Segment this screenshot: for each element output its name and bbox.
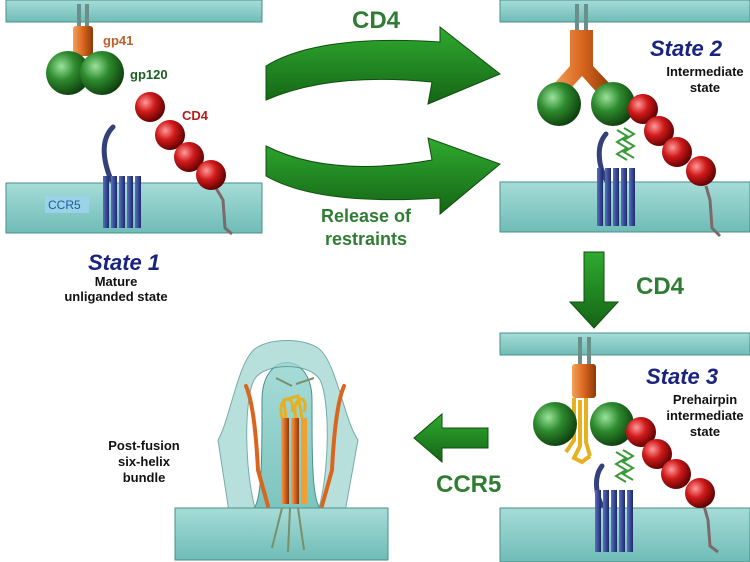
gp120-sphere-left [46,51,90,95]
arrow-top-label: CD4 [352,7,401,34]
cd4-stalk [702,505,719,554]
state2-line1: Intermediate [666,64,743,79]
cd4-bead-3 [661,459,691,489]
membrane-anchor-helices [244,384,346,508]
ccr5-receptor [595,490,633,552]
arrow-bottom-label-1: Release of [321,206,412,226]
cd4-bead-3 [174,142,204,172]
cell-membrane [174,507,389,561]
cd4-stalk [211,182,233,236]
ccr5-tail [101,124,116,183]
state3-title: State 3 [646,364,718,389]
gp41-fusion-peptide [564,398,592,465]
state2-line2: state [690,80,720,95]
postfusion-line1: Post-fusion [108,438,180,453]
postfusion-panel: Post-fusion six-helix bundle [108,340,389,561]
bundle-loops [279,394,307,421]
cd4-bead-4 [196,160,226,190]
viral-membrane [5,0,263,23]
postfusion-line3: bundle [123,470,166,485]
gp120-sphere-right [591,82,635,126]
gp41-stem [77,4,81,28]
gp41-helix [73,26,93,56]
curved-arrow-top [265,25,501,105]
down-arrow-shape [568,251,620,329]
gp120-label: gp120 [130,67,168,82]
bundle-tail-lines [271,377,315,553]
state3-panel: State 3 Prehairpin intermediate state [499,332,750,562]
cd4-bead-2 [642,439,672,469]
cd4-bead-4 [685,478,715,508]
cd4-stalk [704,185,722,238]
state1-title: State 1 [88,250,160,275]
gp120-sphere-right [80,51,124,95]
cd4-bead-4 [686,156,716,186]
cd4-bead-2 [155,120,185,150]
cd4-bead-1 [626,417,656,447]
state1-line1: Mature [95,274,138,289]
center-arrows: CD4 Release of restraints [265,7,501,249]
cd4-bead-1 [135,92,165,122]
state3-line1: Prehairpin [673,392,737,407]
ccr5-tail [596,131,609,183]
state3-line3: state [690,424,720,439]
gp41-helix [572,364,596,398]
cd4-bead-2 [644,116,674,146]
gp120-sphere-left [537,82,581,126]
fused-membrane-pore [217,340,359,513]
down-arrow-label: CD4 [636,273,685,300]
state2-title: State 2 [650,36,723,61]
gp41-label: gp41 [103,33,133,48]
gp120-sphere-right [590,402,634,446]
ccr5-tail [594,463,606,511]
left-arrow-label: CCR5 [436,471,501,498]
gp120-v3-loop [614,449,635,483]
gp120-sphere-left [533,402,577,446]
cd4-bead-3 [662,137,692,167]
left-arrow: CCR5 [413,412,501,498]
postfusion-line2: six-helix [118,454,171,469]
cd4-bead-1 [628,94,658,124]
state3-line2: intermediate [666,408,743,423]
gp41-helix [552,30,612,96]
viral-membrane [499,332,750,356]
gp120-v3-loop [615,127,636,161]
ccr5-label: CCR5 [48,198,81,212]
six-helix-bundle [281,418,289,504]
ccr5-label-box [45,196,89,213]
ccr5-receptor [103,176,141,228]
viral-membrane [499,0,750,23]
curved-arrow-bottom [265,137,501,216]
state1-line2: unliganded state [64,289,167,304]
state1-panel: gp41 gp120 CD4 CCR5 State 1 Mature unlig… [5,0,263,304]
down-arrow: CD4 [568,251,685,329]
state2-panel: State 2 Intermediate state [499,0,750,238]
ccr5-receptor [597,168,635,226]
left-arrow-shape [413,412,489,464]
cd4-label: CD4 [182,108,209,123]
arrow-bottom-label-2: restraints [325,229,407,249]
